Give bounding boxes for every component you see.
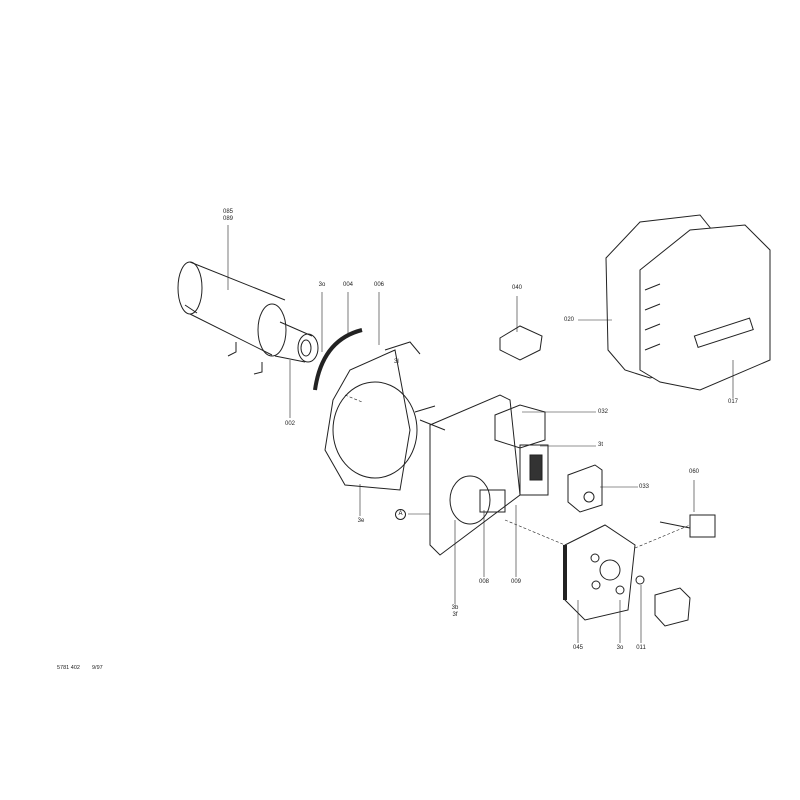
label-011: 011 (636, 645, 646, 651)
label-3b: 3b (451, 605, 459, 611)
control-cover-drawing (567, 464, 603, 513)
label-032: 032 (598, 409, 609, 415)
label-3o-bottom: 3o (616, 645, 624, 651)
label-002: 002 (284, 421, 296, 427)
label-017: 017 (727, 399, 739, 405)
label-020: 020 (563, 317, 575, 323)
label-3o-top: 3o (318, 282, 326, 288)
label-3t: 3t (598, 442, 604, 448)
housing-drawing (324, 341, 421, 491)
label-3e: 3e (357, 518, 365, 524)
pump-drawing (635, 575, 691, 627)
burner-tube-drawing (177, 261, 287, 375)
label-060: 060 (688, 469, 700, 475)
leader-lines (227, 225, 734, 643)
label-045: 045 (572, 645, 584, 651)
label-3f: 3f (452, 612, 458, 618)
air-box-drawing (563, 524, 636, 621)
nozzle-drawing (274, 321, 319, 363)
label-040: 040 (511, 285, 523, 291)
label-008: 008 (478, 579, 490, 585)
label-033: 033 (639, 484, 650, 490)
label-004: 004 (342, 282, 354, 288)
gasket-drawing (313, 328, 363, 391)
cover-drawing (605, 214, 771, 391)
label-089: 089 (222, 216, 234, 222)
drawing-date: 9/97 (92, 665, 103, 671)
label-006: 006 (373, 282, 385, 288)
solenoid-drawing (659, 514, 716, 538)
transformer-drawing (494, 404, 549, 496)
detail-marker-a: A (395, 509, 406, 520)
label-085: 085 (222, 209, 234, 215)
label-3l: 3l (394, 359, 399, 365)
label-009: 009 (510, 579, 522, 585)
relay-drawing (499, 325, 543, 361)
mounting-plate-drawing (414, 394, 521, 556)
drawing-number: 5781 402 (57, 665, 80, 671)
